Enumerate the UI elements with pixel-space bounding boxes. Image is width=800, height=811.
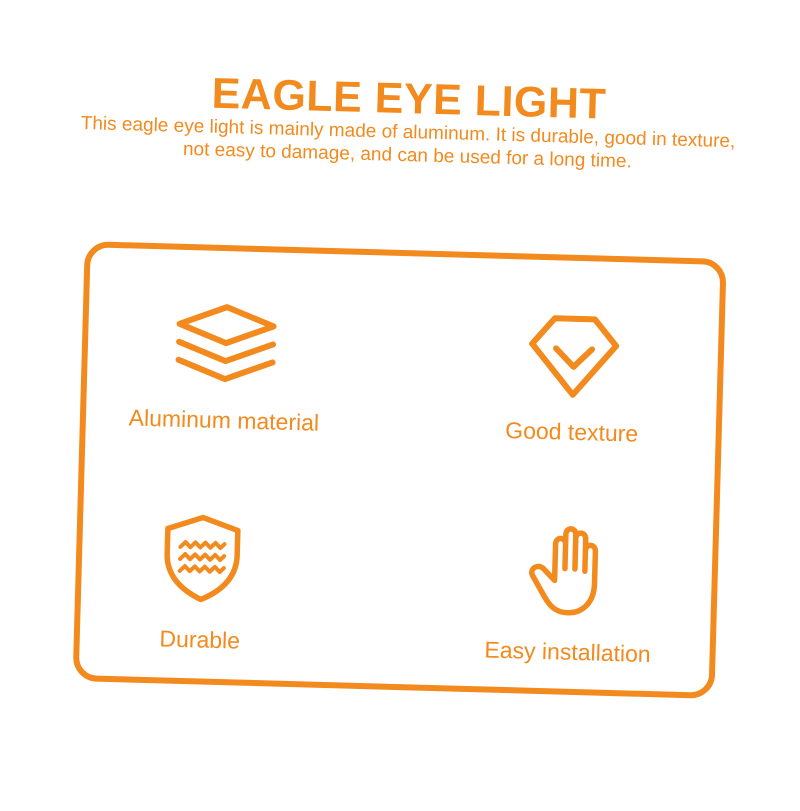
feature-good-texture: Good texture [421, 309, 725, 448]
feature-easy-installation: Easy installation [417, 519, 721, 668]
feature-durable: Durable [50, 508, 354, 655]
diamond-icon [529, 315, 620, 398]
features-panel: Aluminum material Good texture [72, 241, 727, 699]
hand-icon [529, 526, 599, 616]
layers-icon [175, 304, 277, 383]
feature-label: Aluminum material [128, 404, 320, 436]
feature-label: Easy installation [484, 636, 652, 668]
feature-label: Good texture [504, 416, 639, 447]
feature-aluminum-material: Aluminum material [74, 299, 377, 436]
shield-icon [164, 514, 241, 603]
feature-label: Durable [159, 625, 241, 654]
